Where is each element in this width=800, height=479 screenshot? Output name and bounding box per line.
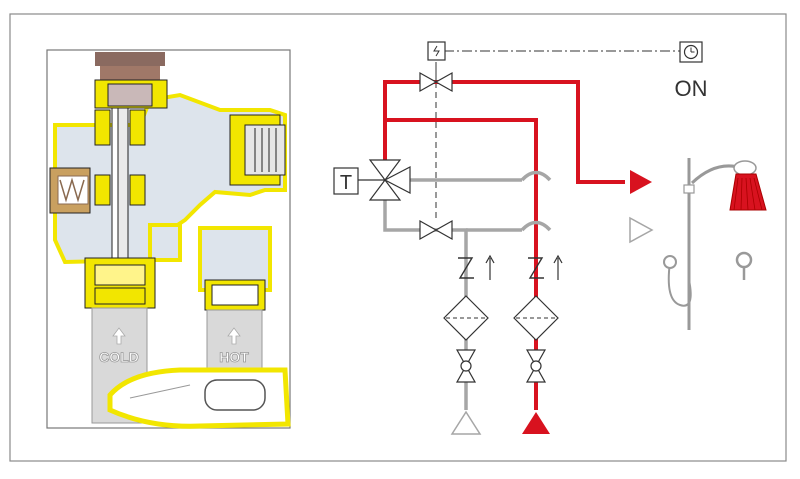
channel-b <box>198 226 272 292</box>
seat-upper-left <box>94 109 111 146</box>
spring <box>59 177 85 203</box>
seat-upper-right <box>129 109 146 146</box>
hot-up-arrow <box>227 327 241 345</box>
hot-pipe-loop <box>383 80 625 184</box>
filter-cold <box>443 295 489 341</box>
bottom-valve <box>419 219 453 241</box>
cap-top <box>95 52 165 66</box>
seat-mid-right <box>129 174 146 206</box>
check-valve-hot <box>528 254 563 280</box>
hot-inlet-marker <box>522 412 550 434</box>
thermostat-box <box>333 167 359 195</box>
cold-up-arrow <box>112 327 126 345</box>
cold-outlet-marker <box>629 216 654 244</box>
actuator-symbol <box>433 45 440 57</box>
wall-outlet <box>735 251 753 269</box>
hot-outlet-marker <box>630 170 652 194</box>
shower-hose <box>667 261 692 307</box>
cold-inlet-marker <box>450 410 482 435</box>
hot-fitting-inner <box>211 284 259 306</box>
filter-hot <box>513 295 559 341</box>
isolation-valve-cold <box>455 349 477 383</box>
top-valve <box>419 62 453 93</box>
schematic: ON T <box>333 41 767 435</box>
channel-a <box>148 223 182 262</box>
isolation-valve-hot <box>525 349 547 383</box>
lever-grip <box>204 379 266 411</box>
hose-connector <box>663 255 677 269</box>
shower-assembly <box>663 158 767 330</box>
hot-label: HOT <box>219 349 249 365</box>
cold-label: COLD <box>99 349 139 365</box>
cold-fitting-nut <box>94 264 146 286</box>
timer-on-label: ON <box>675 76 708 101</box>
right-connector-inner <box>244 124 286 176</box>
check-valve-cold <box>458 254 495 280</box>
thermostat-label: T <box>340 172 352 194</box>
cap-inner <box>107 83 153 107</box>
valve-cutaway: COLD HOT <box>46 49 291 429</box>
spindle-right <box>117 107 129 269</box>
mixing-valve <box>358 159 411 201</box>
shower-head-icon <box>729 160 767 211</box>
cap-thread <box>100 66 160 80</box>
seat-mid-left <box>94 174 111 206</box>
